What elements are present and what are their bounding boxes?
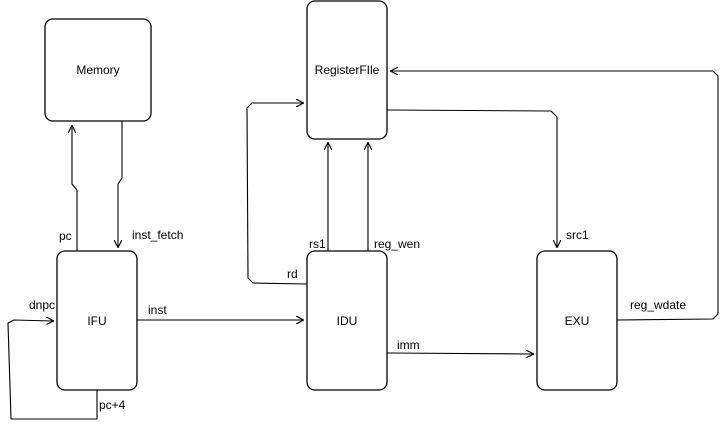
pc-label: pc [59,229,72,243]
imm-wire [386,353,533,354]
reg-wdate-wire [391,71,719,321]
inst-label: inst [148,303,167,317]
reg-wen-label: reg_wen [374,237,420,251]
inst-fetch-wire [118,120,123,247]
src1-wire [386,109,557,247]
pc-plus-4-label: pc+4 [99,398,126,412]
rd-label: rd [287,267,298,281]
pc-plus-4-loop-wire [7,320,98,420]
src1-label: src1 [566,228,589,242]
memory-label: Memory [76,63,119,77]
memory-block: Memory [44,18,152,122]
rd-wire [246,103,308,285]
register-file-block: RegisterFIle [306,0,388,140]
reg-wdate-label: reg_wdate [630,298,686,312]
ifu-label: IFU [87,314,106,328]
idu-label: IDU [337,314,358,328]
exu-block: EXU [536,250,618,391]
imm-label: imm [397,338,420,352]
pc-wire [72,126,78,252]
register-file-label: RegisterFIle [315,63,380,77]
exu-label: EXU [565,314,590,328]
dnpc-label: dnpc [29,298,55,312]
ifu-block: IFU [56,250,138,391]
rs1-label: rs1 [309,237,326,251]
idu-block: IDU [306,250,388,391]
inst-fetch-label: inst_fetch [132,228,183,242]
